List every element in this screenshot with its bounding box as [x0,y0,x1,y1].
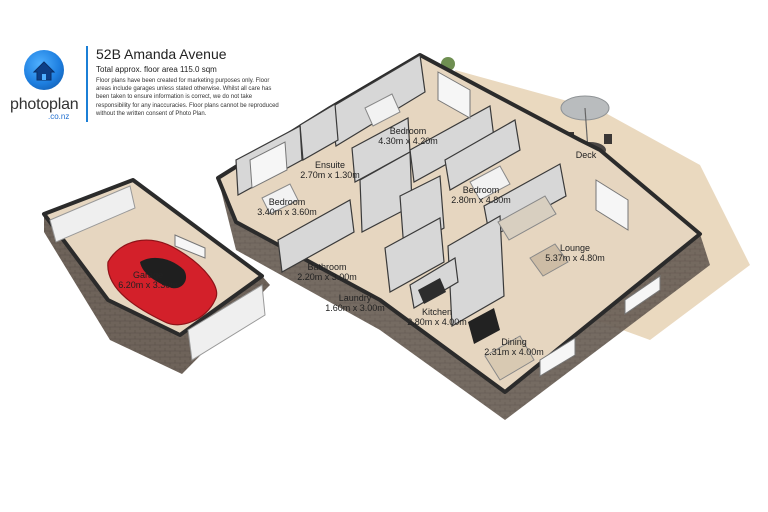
page-title: 52B Amanda Avenue [96,46,227,62]
room-label-dining-name: Dining [501,337,527,347]
room-label-bedroom2-dims: 2.80m x 4.80m [451,195,511,205]
room-label-bedroom3-name: Bedroom [269,197,306,207]
room-label-lounge-dims: 5.37m x 4.80m [545,253,605,263]
windows [249,71,661,377]
room-label-garage-dims: 6.20m x 3.30m [118,280,178,290]
room-label-bathroom-name: Bathroom [307,262,346,272]
room-label-bathroom-dims: 2.20m x 3.00m [297,272,357,282]
room-label-laundry-name: Laundry [339,293,372,303]
disclaimer-text: Floor plans have been created for market… [96,78,279,117]
room-label-bedroom2-name: Bedroom [463,185,500,195]
room-label-deck-name: Deck [576,150,597,160]
furniture [261,93,569,381]
house-icon [24,50,64,90]
room-label-laundry-dims: 1.60m x 3.00m [325,303,385,313]
room-label-dining-dims: 2.31m x 4.00m [484,347,544,357]
room-label-garage-name: Garage [133,270,163,280]
room-label-kitchen-dims: 2.80m x 4.00m [407,317,467,327]
room-labels: Bedroom 4.30m x 4.20m Ensuite 2.70m x 1.… [118,126,605,357]
room-label-bedroom1-name: Bedroom [390,126,427,136]
room-label-ensuite-dims: 2.70m x 1.30m [300,170,360,180]
room-label-lounge-name: Lounge [560,243,590,253]
room-label-bedroom1-dims: 4.30m x 4.20m [378,136,438,146]
logo-domain: .co.nz [48,112,70,121]
car-icon [107,239,218,326]
floor-area-subtitle: Total approx. floor area 115.0 sqm [96,65,217,74]
house-base-wall [218,178,710,420]
header-divider [86,46,88,122]
room-label-ensuite-name: Ensuite [315,160,345,170]
room-label-kitchen-name: Kitchen [422,307,452,317]
header: photoplan .co.nz 52B Amanda Avenue Total… [0,0,300,130]
garage [42,178,270,374]
logo-wordmark: photoplan [10,96,79,113]
room-label-bedroom3-dims: 3.40m x 3.60m [257,207,317,217]
